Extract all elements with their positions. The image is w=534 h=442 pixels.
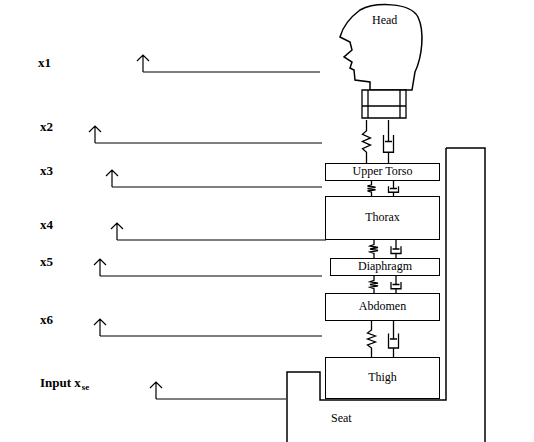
x5-arrow xyxy=(94,259,322,276)
x3-arrow xyxy=(106,170,322,187)
coordinate-label: x1 xyxy=(38,56,51,69)
body-segment-box: Thigh xyxy=(325,357,440,399)
spring-damper xyxy=(370,240,401,258)
x4-arrow xyxy=(111,223,326,240)
body-segment-box: Upper Torso xyxy=(325,163,440,181)
node-label: Head xyxy=(372,14,397,27)
coordinate-label: x6 xyxy=(40,313,53,326)
spring-damper xyxy=(363,120,394,163)
spring-damper xyxy=(370,276,401,293)
node-label: Upper Torso xyxy=(353,165,413,178)
body-segment-box: Abdomen xyxy=(325,293,440,321)
spring-damper xyxy=(368,321,399,357)
node-label: Thorax xyxy=(365,211,400,224)
subscript-label: se xyxy=(82,383,90,392)
node-label: Thigh xyxy=(368,371,397,384)
body-segment-box: Thorax xyxy=(325,196,440,240)
neck xyxy=(362,90,406,118)
coordinate-label: x4 xyxy=(40,218,53,231)
seat-profile xyxy=(287,148,485,442)
head-figure: Head xyxy=(330,2,425,120)
x1-arrow xyxy=(137,55,320,72)
input-arrow xyxy=(150,382,286,399)
node-label: Seat xyxy=(331,412,352,425)
seat-shape: Seat xyxy=(287,148,485,442)
node-label: Diaphragm xyxy=(358,260,412,273)
leader-lines xyxy=(89,55,326,399)
node-label: Abdomen xyxy=(359,300,406,313)
coordinate-label: x5 xyxy=(40,255,53,268)
spring-damper xyxy=(368,181,399,196)
x2-arrow xyxy=(89,126,322,143)
x6-arrow xyxy=(94,319,322,336)
seat-outline xyxy=(287,148,485,442)
coordinate-label: x3 xyxy=(40,164,53,177)
head-profile xyxy=(340,5,422,90)
body-segment-box: Diaphragm xyxy=(330,258,440,276)
coordinate-label: Input x xyxy=(40,376,81,389)
coordinate-label: x2 xyxy=(40,120,53,133)
